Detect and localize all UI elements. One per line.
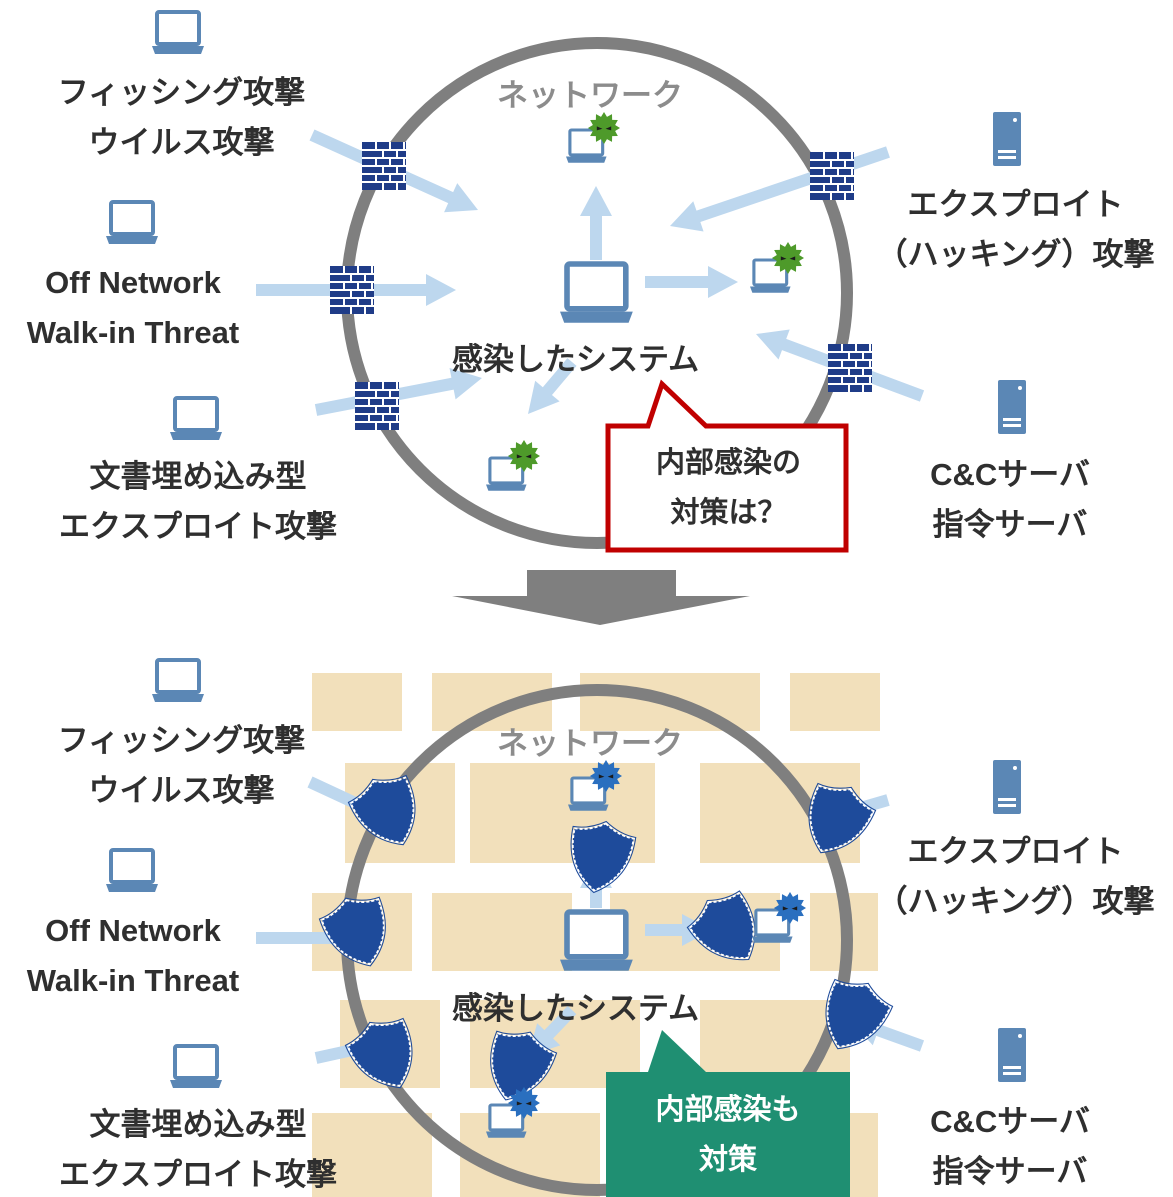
arrow-spread (528, 358, 577, 414)
bottom-callout-text: 内部感染も対策 (655, 1094, 801, 1176)
laptop-icon (152, 10, 204, 54)
shield-icon (318, 896, 386, 967)
shield-icon (344, 1017, 413, 1089)
top-left-threat-3: 文書埋め込み型エクスプロイト攻撃 (58, 459, 338, 544)
laptop-icon (486, 1103, 527, 1138)
laptop-icon (152, 658, 204, 702)
bottom-callout-bubble (606, 1030, 850, 1197)
infected-laptop-icon (750, 242, 804, 293)
laptop-icon (486, 456, 527, 491)
wall-block (432, 893, 572, 971)
firewall-icon (828, 344, 872, 392)
virus-icon (508, 1087, 540, 1119)
virus-icon (508, 440, 540, 472)
infected-system-laptop-icon (560, 909, 633, 971)
wall-block (312, 673, 402, 731)
virus-icon (772, 242, 804, 274)
shield-icon (808, 782, 877, 854)
shield-icon (825, 978, 894, 1050)
top-callout-text: 内部感染の対策は？ (655, 447, 801, 529)
wall-block (312, 1113, 432, 1197)
laptop-icon (106, 848, 158, 892)
virus-icon (774, 892, 806, 924)
firewall-icon (362, 142, 406, 190)
server-icon (998, 1028, 1026, 1082)
shield-icon (347, 774, 416, 846)
bottom-left-threat-1: フィッシング攻撃ウイルス攻撃 (57, 723, 306, 808)
virus-icon (590, 760, 622, 792)
bottom-center-label: 感染したシステム (452, 991, 700, 1026)
shield-icon (570, 820, 637, 894)
server-icon (993, 760, 1021, 814)
laptop-icon (568, 776, 609, 811)
top-right-threat-1: エクスプロイト（ハッキング）攻撃 (876, 187, 1155, 272)
top-right-threat-2: C&Cサーバ指令サーバ (930, 457, 1090, 542)
firewall-icon (330, 266, 374, 314)
top-left-threat-1: フィッシング攻撃ウイルス攻撃 (57, 75, 306, 160)
arrow-in (670, 146, 890, 232)
server-icon (998, 380, 1026, 434)
infected-laptop-icon (568, 760, 622, 811)
laptop-icon (106, 200, 158, 244)
wall-block (790, 673, 880, 731)
bottom-right-threat-2: C&Cサーバ指令サーバ (930, 1104, 1090, 1189)
firewall-icon (355, 382, 399, 430)
shield-icon (686, 890, 756, 961)
bottom-right-threat-1: エクスプロイト（ハッキング）攻撃 (876, 834, 1155, 919)
laptop-icon (750, 258, 791, 293)
laptop-icon (566, 128, 607, 163)
laptop-icon (752, 908, 793, 943)
transition-down-arrow (452, 570, 750, 625)
server-icon (993, 112, 1021, 166)
top-network-label: ネットワーク (497, 78, 683, 113)
infected-laptop-icon (486, 440, 540, 491)
bottom-left-threat-3: 文書埋め込み型エクスプロイト攻撃 (58, 1107, 338, 1192)
top-center-label: 感染したシステム (452, 342, 700, 377)
top-callout-bubble (605, 379, 849, 553)
arrow-spread (580, 186, 612, 260)
virus-icon (588, 112, 620, 144)
laptop-icon (170, 396, 222, 440)
infected-laptop-icon (752, 892, 806, 943)
firewall-icon (810, 152, 854, 200)
bottom-network-label: ネットワーク (497, 726, 683, 761)
bottom-panel (106, 658, 1026, 1197)
infected-system-laptop-icon (560, 261, 633, 323)
laptop-icon (170, 1044, 222, 1088)
shield-icon (490, 1030, 558, 1101)
infected-laptop-icon (566, 112, 620, 163)
top-panel (106, 10, 1026, 553)
arrow-spread (645, 266, 738, 298)
infected-laptop-icon (486, 1087, 540, 1138)
